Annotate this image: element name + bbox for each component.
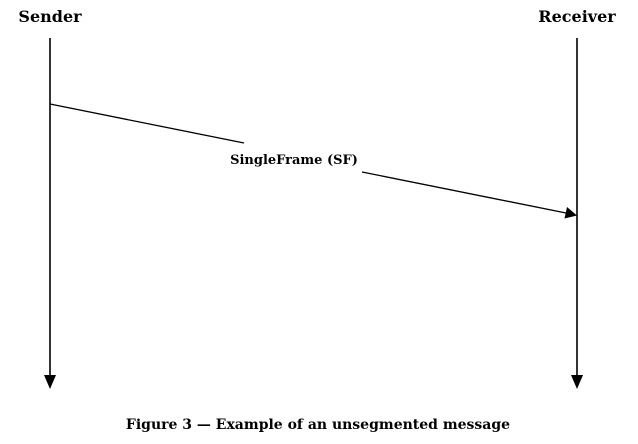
receiver-lifeline-arrowhead bbox=[571, 375, 583, 389]
message-arrowhead bbox=[564, 207, 577, 219]
sender-label: Sender bbox=[18, 7, 82, 26]
receiver-label: Receiver bbox=[538, 7, 616, 26]
message-arrow-segment-end bbox=[361, 171, 567, 214]
message-label: SingleFrame (SF) bbox=[230, 153, 358, 168]
figure-caption: Figure 3 — Example of an unsegmented mes… bbox=[126, 417, 510, 433]
sender-lifeline-arrowhead bbox=[44, 375, 56, 389]
message-arrow-segment-start bbox=[49, 103, 245, 144]
